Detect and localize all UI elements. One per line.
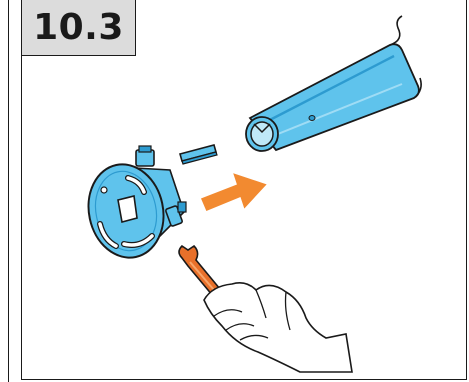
- hand: [204, 283, 352, 372]
- insert-arrow: [200, 172, 268, 212]
- tube-shaft: [246, 16, 421, 151]
- adapter-wheel: [80, 146, 186, 265]
- key-bar: [180, 145, 217, 164]
